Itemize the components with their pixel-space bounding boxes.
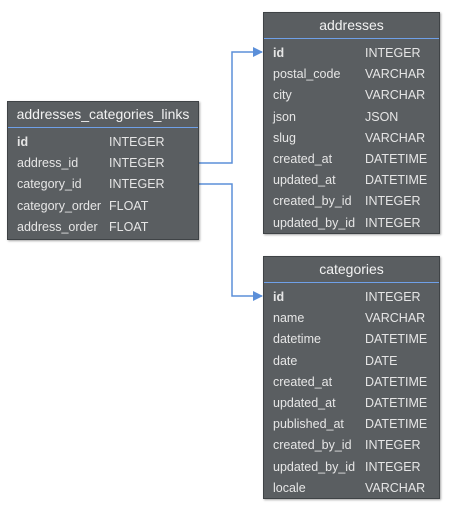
column-name: address_id [17, 156, 79, 171]
column-type: VARCHAR [365, 88, 426, 103]
table-title: addresses [264, 13, 439, 39]
column-name: id [17, 135, 29, 149]
column-name: id [273, 290, 285, 304]
column-type: DATETIME [365, 374, 428, 389]
column-type: INTEGER [109, 156, 165, 171]
column-name: json [273, 109, 296, 124]
column-row: id INTEGER [264, 287, 439, 308]
column-type: INTEGER [365, 290, 421, 304]
column-name: category_order [17, 198, 102, 213]
column-name: created_by_id [273, 438, 352, 453]
column-name: updated_by_id [273, 215, 356, 230]
column-type: INTEGER [365, 438, 421, 453]
column-type: DATETIME [365, 417, 428, 432]
column-row: id INTEGER [264, 43, 439, 64]
column-row: locale VARCHAR [264, 478, 439, 499]
column-type: DATETIME [365, 173, 428, 188]
column-name: postal_code [273, 67, 341, 82]
column-type: DATETIME [365, 395, 428, 410]
column-type: JSON [365, 109, 399, 124]
column-type: VARCHAR [365, 67, 426, 82]
column-row: category_id INTEGER [8, 174, 198, 195]
column-name: created_by_id [273, 194, 352, 209]
column-type: INTEGER [365, 459, 421, 474]
column-name: address_order [17, 219, 98, 234]
column-type: FLOAT [109, 219, 149, 234]
column-type: INTEGER [365, 194, 421, 209]
column-row: id INTEGER [8, 132, 198, 153]
column-row: category_order FLOAT [8, 196, 198, 217]
column-row: created_by_id INTEGER [264, 191, 439, 212]
column-row: date DATE [264, 351, 439, 372]
column-name: updated_by_id [273, 459, 356, 474]
column-name: published_at [273, 417, 344, 432]
table-title: categories [264, 257, 439, 283]
column-name: locale [273, 480, 306, 495]
column-type: INTEGER [109, 177, 165, 192]
column-row: updated_by_id INTEGER [264, 457, 439, 478]
column-row: created_at DATETIME [264, 149, 439, 170]
column-type: VARCHAR [365, 480, 426, 495]
relation-category-id-to-categories-id [199, 183, 263, 301]
column-type: DATETIME [365, 151, 428, 166]
column-type: INTEGER [365, 215, 421, 230]
column-name: name [273, 311, 305, 326]
column-row: postal_code VARCHAR [264, 64, 439, 85]
column-name: city [273, 88, 292, 103]
column-row: created_by_id INTEGER [264, 435, 439, 456]
column-name: updated_at [273, 395, 336, 410]
column-row: address_id INTEGER [8, 153, 198, 174]
column-name: date [273, 353, 298, 368]
column-row: datetime DATETIME [264, 329, 439, 350]
column-name: slug [273, 130, 296, 145]
column-type: INTEGER [365, 46, 421, 60]
column-row: slug VARCHAR [264, 128, 439, 149]
column-name: created_at [273, 374, 333, 389]
column-row: address_order FLOAT [8, 217, 198, 238]
column-row: updated_at DATETIME [264, 393, 439, 414]
column-name: category_id [17, 177, 82, 192]
column-row: updated_by_id INTEGER [264, 213, 439, 234]
column-row: updated_at DATETIME [264, 170, 439, 191]
column-type: VARCHAR [365, 130, 426, 145]
column-name: updated_at [273, 173, 336, 188]
relation-address-id-to-addresses-id [199, 47, 263, 164]
column-type: DATETIME [365, 332, 428, 347]
column-type: DATE [365, 353, 398, 368]
column-type: FLOAT [109, 198, 149, 213]
column-type: INTEGER [109, 135, 165, 149]
column-row: published_at DATETIME [264, 414, 439, 435]
column-type: VARCHAR [365, 311, 426, 326]
column-row: json JSON [264, 107, 439, 128]
column-name: datetime [273, 332, 321, 347]
table-title: addresses_categories_links [8, 102, 198, 128]
column-row: created_at DATETIME [264, 372, 439, 393]
column-name: id [273, 46, 285, 60]
column-row: city VARCHAR [264, 85, 439, 106]
column-name: created_at [273, 151, 333, 166]
column-row: name VARCHAR [264, 308, 439, 329]
